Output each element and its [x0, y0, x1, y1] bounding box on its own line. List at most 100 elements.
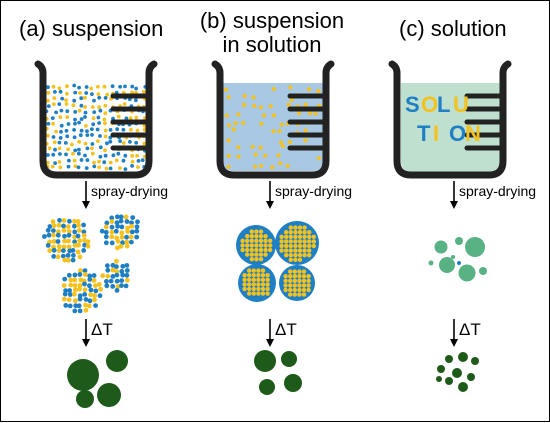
yellow-particle — [254, 252, 259, 257]
blue-particle — [140, 158, 145, 163]
blue-particle — [81, 248, 87, 253]
yellow-particle — [293, 234, 298, 239]
blue-particle — [78, 133, 83, 138]
sintered-particle — [76, 390, 94, 408]
blue-particle — [63, 288, 68, 293]
blue-particle — [70, 257, 76, 263]
blue-particle — [83, 153, 87, 158]
yellow-particle — [240, 238, 245, 243]
yellow-particle — [316, 156, 321, 161]
yellow-particle — [123, 214, 129, 220]
yellow-particle — [247, 277, 252, 282]
yellow-particle — [307, 239, 312, 244]
sintered-particle — [458, 382, 468, 392]
yellow-particle — [62, 238, 67, 244]
yellow-particle — [293, 243, 298, 249]
yellow-particle — [254, 234, 259, 239]
blue-particle — [114, 264, 119, 269]
yellow-particle — [307, 253, 312, 258]
blue-particle — [98, 134, 102, 138]
blue-particle — [59, 108, 64, 113]
yellow-particle — [260, 291, 266, 296]
blue-particle — [59, 129, 63, 134]
blue-particle — [104, 220, 110, 226]
blue-particle — [90, 127, 94, 131]
yellow-particle — [66, 257, 71, 263]
blue-particle — [108, 278, 114, 284]
blue-particle — [73, 110, 78, 114]
delta-t-label-a: ΔT — [91, 320, 113, 339]
sintered-particle — [106, 350, 128, 372]
yellow-particle — [276, 153, 281, 158]
yellow-particle — [76, 223, 81, 228]
yellow-particle — [56, 248, 62, 254]
yellow-particle — [91, 116, 96, 121]
yellow-particle — [288, 292, 293, 297]
blue-particle — [92, 110, 97, 114]
yellow-particle — [293, 239, 298, 244]
yellow-particle — [82, 272, 88, 277]
yellow-particle — [268, 104, 273, 109]
yellow-particle — [286, 102, 291, 107]
solution-letter: N — [465, 121, 481, 146]
yellow-particle — [283, 278, 288, 283]
blue-particle — [72, 127, 76, 132]
yellow-particle — [76, 242, 81, 248]
yellow-particle — [102, 117, 107, 122]
yellow-particle — [263, 238, 268, 243]
yellow-particle — [297, 278, 302, 283]
yellow-particle — [64, 98, 68, 102]
sintered-particle — [437, 365, 445, 373]
yellow-particle — [119, 230, 125, 236]
spray-dried-particles-b — [236, 221, 319, 302]
yellow-particle — [46, 141, 49, 146]
yellow-particle — [89, 86, 94, 91]
blue-particle — [76, 303, 82, 309]
yellow-particle — [129, 127, 133, 132]
yellow-particle — [279, 248, 284, 253]
blue-particle — [72, 83, 77, 88]
yellow-particle — [46, 98, 50, 103]
blue-particle — [123, 167, 128, 171]
yellow-particle — [223, 87, 229, 92]
yellow-particle — [116, 114, 121, 119]
yellow-particle — [114, 158, 119, 163]
sintered-particle — [471, 357, 479, 365]
yellow-particle — [297, 225, 303, 230]
blue-particle — [46, 153, 50, 157]
yellow-particle — [240, 247, 245, 253]
yellow-particle — [301, 278, 307, 283]
blue-particle — [135, 219, 140, 225]
blue-particle — [130, 164, 135, 168]
blue-particle — [124, 116, 129, 121]
yellow-particle — [292, 269, 297, 274]
yellow-particle — [90, 151, 95, 156]
blue-particle — [124, 268, 130, 273]
yellow-particle — [68, 282, 74, 288]
yellow-particle — [301, 274, 307, 279]
yellow-particle — [292, 278, 297, 283]
yellow-particle — [260, 268, 266, 273]
yellow-particle — [251, 268, 256, 273]
blue-particle — [87, 273, 93, 279]
yellow-particle — [226, 138, 231, 143]
solution-particle — [451, 255, 455, 259]
blue-particle — [92, 164, 97, 169]
sintered-particle — [281, 351, 297, 367]
yellow-particle — [297, 257, 303, 262]
spray-drying-label-c: spray-drying — [459, 183, 537, 199]
blue-particle — [110, 84, 115, 89]
yellow-particle — [297, 292, 302, 297]
yellow-particle — [83, 302, 88, 308]
blue-particle — [105, 263, 110, 269]
blue-particle — [103, 96, 108, 100]
blue-particle — [53, 147, 57, 152]
blue-particle — [67, 303, 73, 309]
blue-particle — [120, 263, 126, 269]
yellow-particle — [135, 153, 140, 158]
yellow-particle — [72, 218, 77, 224]
yellow-particle — [258, 243, 264, 248]
yellow-particle — [66, 238, 71, 244]
yellow-particle — [96, 139, 100, 144]
